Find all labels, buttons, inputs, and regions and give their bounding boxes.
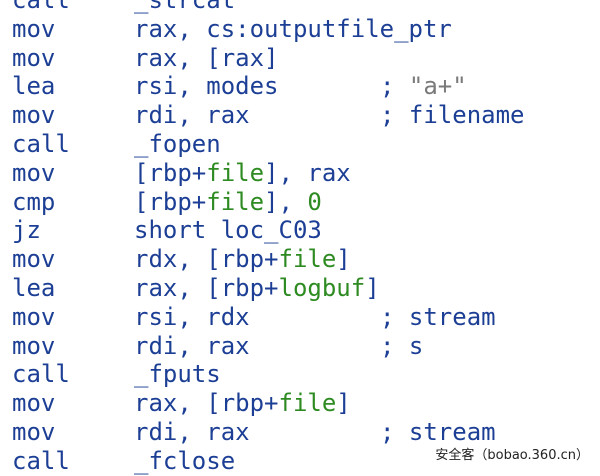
operand-text: short loc_C03 [134,216,322,245]
comment-text: stream [408,302,496,331]
instruction-operands: _fopen [134,130,221,159]
code-line[interactable]: mov rax, cs:outputfile_ptr [0,15,600,44]
instruction-mnemonic: mov [12,245,56,274]
instruction-mnemonic: mov [12,101,56,130]
code-line[interactable]: call _fopen [0,130,600,159]
operand-text: [rbp+ [134,187,207,216]
code-line[interactable]: cmp [rbp+file], 0 [0,188,600,217]
operand-text: rax, [rbp+ [134,389,279,418]
code-line[interactable]: mov rax, [rbp+file] [0,389,600,418]
instruction-mnemonic: cmp [12,187,56,216]
operand-text: [rbp+ [134,158,207,187]
operand-text: rdi, rax [134,101,250,130]
operand-text: _fputs [134,360,221,389]
code-line[interactable]: jz short loc_C03 [0,216,600,245]
instruction-operands: rsi, rdx [134,303,250,332]
instruction-mnemonic: mov [12,14,56,43]
instruction-operands: rdi, rax [134,418,250,447]
instruction-operands: rax, [rbp+logbuf] [134,274,380,303]
operand-text: rdi, rax [134,331,250,360]
comment-text: stream [408,417,496,446]
instruction-operands: _strcat [134,0,235,15]
instruction-operands: rsi, modes [134,72,279,101]
code-line[interactable]: call _fputs [0,360,600,389]
instruction-mnemonic: mov [12,417,56,446]
operand-variable: file [278,245,337,274]
code-line[interactable]: call _fclose [0,447,600,476]
instruction-operands: short loc_C03 [134,216,322,245]
comment-prefix: ; [380,331,409,360]
operand-text: rsi, modes [134,72,279,101]
instruction-operands: [rbp+file], rax [134,159,351,188]
instruction-operands: rdx, [rbp+file] [134,245,351,274]
operand-text: _strcat [134,0,236,14]
instruction-mnemonic: call [12,0,70,14]
operand-text: ] [365,273,380,302]
code-line[interactable]: lea rax, [rbp+logbuf] [0,274,600,303]
instruction-mnemonic: call [12,446,70,475]
instruction-operands: rax, [rax] [134,44,279,73]
instruction-operands: _fclose [134,447,235,476]
instruction-mnemonic: lea [12,72,56,101]
operand-text: _fopen [134,129,221,158]
code-line[interactable]: mov [rbp+file], rax [0,159,600,188]
code-line[interactable]: call _strcat [0,0,600,15]
operand-text: ] [336,245,351,274]
operand-variable: file [206,187,265,216]
instruction-mnemonic: mov [12,302,56,331]
comment-text: "a+" [408,72,467,101]
instruction-operands: rdi, rax [134,101,250,130]
instruction-mnemonic: mov [12,158,56,187]
code-line[interactable]: mov rdx, [rbp+file] [0,245,600,274]
operand-text: rax, cs:outputfile_ptr [134,14,452,43]
operand-text: _fclose [134,446,236,475]
code-line[interactable]: mov rax, [rax] [0,44,600,73]
instruction-mnemonic: call [12,360,70,389]
operand-text: ], [264,187,308,216]
instruction-mnemonic: jz [12,216,41,245]
operand-text: rdx, [rbp+ [134,245,279,274]
instruction-comment: ; stream [380,418,496,447]
instruction-comment: ; s [380,332,423,361]
instruction-mnemonic: call [12,129,70,158]
comment-text: s [408,331,424,360]
watermark: 安全客（bobao.360.cn） [432,443,592,464]
instruction-mnemonic: mov [12,43,56,72]
comment-prefix: ; [380,101,409,130]
instruction-operands: [rbp+file], 0 [134,188,322,217]
comment-prefix: ; [380,302,409,331]
comment-text: filename [408,101,525,130]
instruction-operands: rax, cs:outputfile_ptr [134,15,452,44]
operand-text: rax, [rbp+ [134,273,279,302]
comment-prefix: ; [380,72,409,101]
operand-text: rdi, rax [134,417,250,446]
instruction-operands: rdi, rax [134,332,250,361]
operand-variable: file [206,158,265,187]
instruction-operands: rax, [rbp+file] [134,389,351,418]
operand-variable: logbuf [278,273,366,302]
operand-variable: 0 [307,187,322,216]
instruction-comment: ; filename [380,101,525,130]
instruction-mnemonic: mov [12,389,56,418]
instruction-operands: _fputs [134,360,221,389]
instruction-mnemonic: mov [12,331,56,360]
operand-text: rax, [rax] [134,43,279,72]
comment-prefix: ; [380,417,409,446]
instruction-comment: ; stream [380,303,496,332]
instruction-mnemonic: lea [12,273,56,302]
operand-text: rsi, rdx [134,302,250,331]
operand-variable: file [278,389,337,418]
operand-text: ] [336,389,351,418]
instruction-comment: ; "a+" [380,72,467,101]
operand-text: ], rax [264,158,351,187]
